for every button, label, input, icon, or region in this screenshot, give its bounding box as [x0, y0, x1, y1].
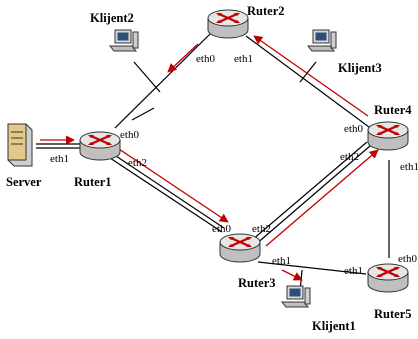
if-label-r1-eth0: eth0	[120, 129, 139, 141]
traffic-arrow-r1-r3	[115, 146, 229, 223]
if-label-r5-eth1: eth1	[344, 265, 363, 277]
node-label-klijent1: Klijent1	[312, 319, 356, 333]
traffic-arrow-r3-r4	[265, 149, 379, 247]
link-ruter1-ruter3-a	[109, 157, 223, 233]
link-ruter2-ruter4	[245, 35, 374, 131]
traffic-arrow-r2-klijent2	[167, 43, 199, 73]
node-label-ruter4: Ruter4	[374, 103, 412, 117]
link-ruter3-ruter5	[257, 261, 367, 275]
link-klijent3	[299, 61, 317, 83]
if-label-r3-eth0: eth0	[212, 223, 231, 235]
server-icon	[7, 123, 33, 167]
node-label-klijent3: Klijent3	[338, 61, 382, 75]
pc-icon	[307, 29, 337, 52]
pc-icon	[109, 29, 139, 52]
link-ruter1-ruter3-b	[112, 153, 225, 229]
links	[36, 33, 390, 293]
node-label-ruter2: Ruter2	[247, 4, 285, 18]
if-label-r1-eth2: eth2	[128, 157, 147, 169]
node-label-server: Server	[6, 175, 42, 189]
router-icon	[206, 8, 250, 40]
if-label-r2-eth0: eth0	[196, 53, 215, 65]
if-label-r4-eth2: eth2	[340, 151, 359, 163]
if-label-r3-eth1: eth1	[272, 255, 291, 267]
if-label-r1-eth1: eth1	[50, 153, 69, 165]
if-label-r3-eth2: eth2	[252, 223, 271, 235]
router-icon	[218, 232, 262, 264]
link-break-mark	[131, 107, 155, 121]
link-klijent2	[133, 61, 161, 93]
if-label-r4-eth1: eth1	[400, 161, 418, 173]
if-label-r2-eth1: eth1	[234, 53, 253, 65]
node-label-klijent2: Klijent2	[90, 11, 134, 25]
traffic-arrow-r4-r2	[253, 35, 369, 117]
node-label-ruter3: Ruter3	[238, 276, 276, 290]
traffic-arrows	[40, 35, 379, 281]
if-label-r5-eth0: eth0	[398, 253, 417, 265]
if-label-r4-eth0: eth0	[344, 123, 363, 135]
pc-icon	[281, 285, 311, 308]
router-icon	[78, 130, 122, 162]
traffic-arrow-r3-klijent1	[281, 269, 303, 281]
link-ruter2-ruter1	[114, 33, 211, 129]
node-label-ruter5: Ruter5	[374, 307, 412, 321]
node-label-ruter1: Ruter1	[74, 175, 112, 189]
link-ruter3-ruter4-b	[251, 141, 368, 241]
router-icon	[366, 120, 410, 152]
router-icon	[366, 262, 410, 294]
link-ruter3-ruter4-a	[254, 145, 371, 246]
